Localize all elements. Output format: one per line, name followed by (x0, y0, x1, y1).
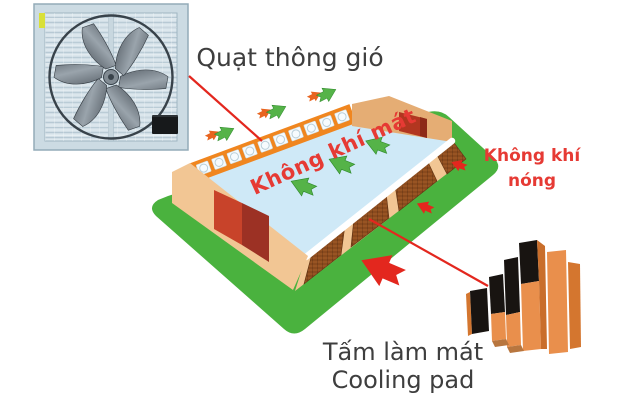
pad-label-vietnamese: Tấm làm mát (322, 338, 483, 366)
left-door-panel-dark (242, 203, 269, 262)
hot-air-label-line1: Không khí (484, 146, 582, 166)
pad-panel (470, 288, 489, 334)
pad-panel-edge (466, 292, 472, 336)
pad-panel (519, 240, 539, 284)
roof-eave-strip (302, 137, 456, 261)
exhaust-fan-photo (33, 3, 189, 151)
pad-panel-base (521, 281, 541, 351)
pad-annotation-line (368, 218, 489, 287)
pad-panel-base (491, 312, 506, 341)
pad-panel-foot (507, 345, 524, 353)
pad-panel-side (537, 240, 547, 349)
fan-blades (53, 23, 169, 131)
hot-air-label-line2: nóng (508, 171, 556, 191)
exhaust-arrow-icon (203, 121, 238, 145)
fan-label: Quạt thông gió (196, 43, 383, 72)
exhaust-arrow-icon (305, 82, 340, 106)
fan-yellow-tag (39, 13, 45, 28)
pad-panel (504, 257, 520, 315)
fan-annotation-line (188, 75, 263, 142)
pad-label-english: Cooling pad (332, 366, 475, 394)
poultry-house (172, 96, 467, 291)
pad-panel-foot (492, 339, 509, 347)
pad-panel-base (506, 312, 521, 347)
pad-panel (489, 274, 505, 314)
fan-motor-box (152, 115, 178, 134)
far-door-shade (420, 117, 427, 138)
pad-panel (547, 250, 568, 354)
pad-panel (568, 262, 581, 349)
exhaust-arrow-icon (255, 99, 290, 123)
cooling-pad-stack (466, 240, 581, 354)
fan-wall-band (190, 104, 357, 182)
fan-openings-row (196, 109, 350, 176)
left-door-panel-light (214, 190, 242, 245)
